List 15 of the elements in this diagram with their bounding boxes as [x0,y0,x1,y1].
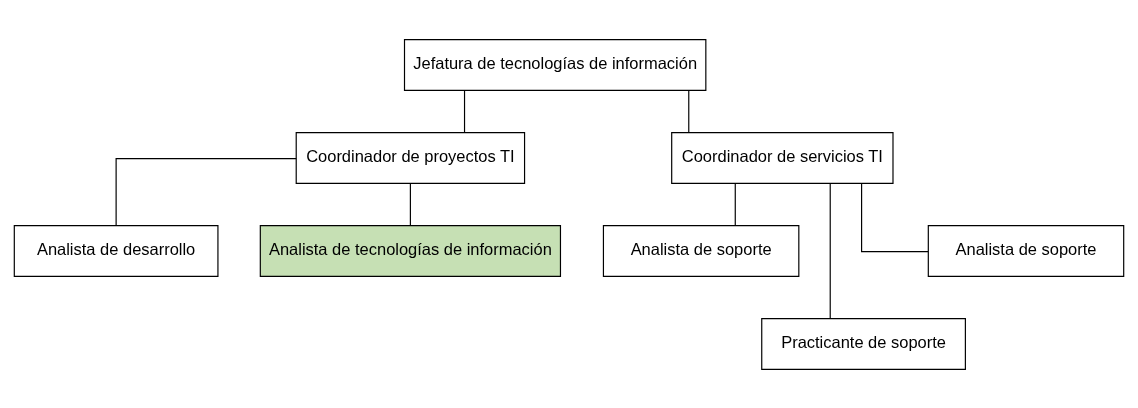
node-box: Jefatura de tecnologías de información [403,38,707,91]
connector [688,89,690,133]
node-box: Practicante de soporte [761,317,966,370]
connector [463,89,466,133]
connector [409,182,411,226]
connector [115,157,297,226]
node-box: Analista de soporte [927,224,1125,277]
node-box: Analista de desarrollo [13,224,219,277]
node-box: Analista de tecnologías de información [259,224,562,277]
node-box: Coordinador de servicios TI [671,131,894,184]
connector [829,182,831,319]
node-box: Coordinador de proyectos TI [295,131,526,184]
connector [861,182,929,252]
node-box: Analista de soporte [602,224,800,277]
connector [734,182,736,226]
